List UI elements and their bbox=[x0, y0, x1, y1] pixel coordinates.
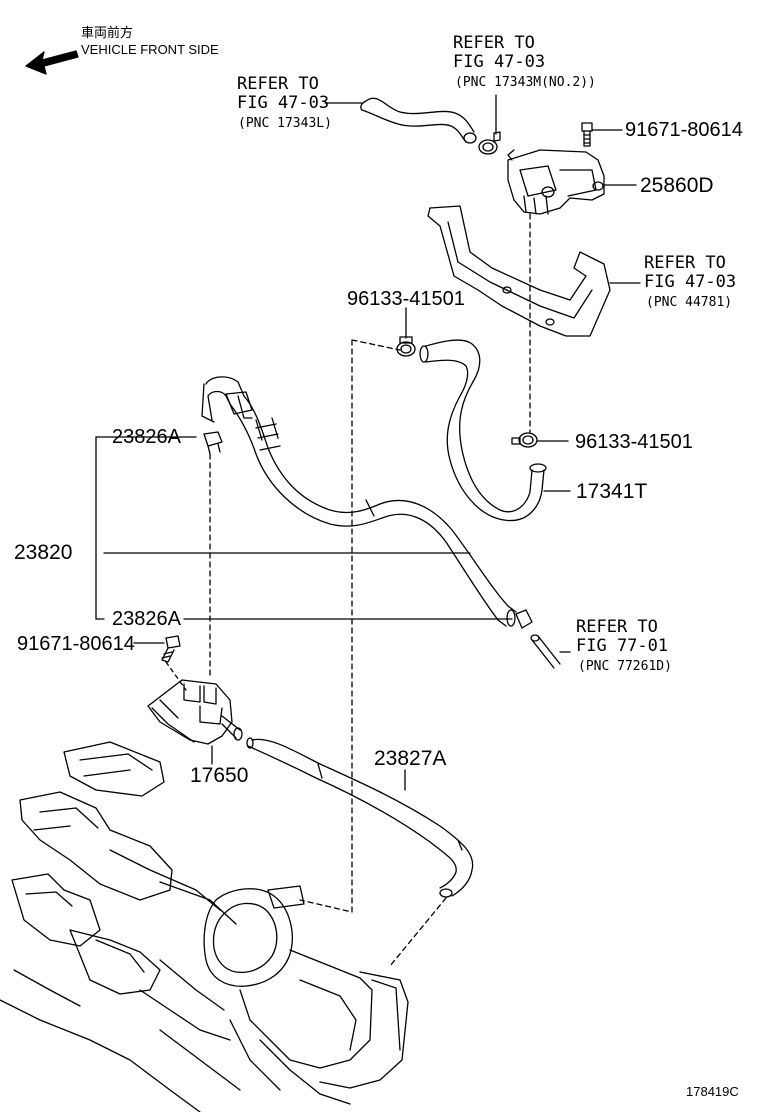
vsv-25860d bbox=[507, 149, 605, 215]
leader-dashed-23827a bbox=[389, 897, 447, 967]
ref1-line1: REFER TO bbox=[237, 74, 319, 94]
front-label-jp: 車両前方 bbox=[81, 25, 134, 40]
part-23820: 23820 bbox=[14, 541, 73, 564]
part-17341t: 17341T bbox=[576, 480, 648, 503]
part-96133-upper: 96133-41501 bbox=[347, 288, 465, 310]
part-96133-lower: 96133-41501 bbox=[575, 431, 693, 453]
ref4-line2: FIG 77-01 bbox=[576, 636, 669, 656]
clamp-23826a-upper bbox=[203, 431, 223, 455]
pipe-77261d bbox=[530, 634, 561, 669]
clamp-96133-lower bbox=[511, 432, 538, 448]
ref2-pnc: (PNC 17343M(NO.2)) bbox=[455, 75, 596, 90]
bolt-91671-top bbox=[581, 122, 593, 147]
part-23826a-lower: 23826A bbox=[112, 608, 181, 630]
ref2-line2: FIG 47-03 bbox=[453, 52, 546, 72]
part-91671-left: 91671-80614 bbox=[17, 633, 135, 655]
figure-id: 178419C bbox=[686, 1084, 739, 1099]
part-25860d: 25860D bbox=[640, 174, 714, 197]
hose-17341t bbox=[419, 339, 547, 522]
ref1-line2: FIG 47-03 bbox=[237, 93, 330, 113]
hose-17343l bbox=[360, 97, 477, 144]
part-91671-top: 91671-80614 bbox=[625, 119, 743, 141]
clamp-17343m bbox=[478, 131, 501, 155]
ref3-line1: REFER TO bbox=[644, 253, 726, 273]
leader-lines bbox=[95, 94, 641, 791]
bracket-44781 bbox=[427, 205, 611, 337]
vsv-17650 bbox=[147, 679, 243, 745]
front-arrow-icon bbox=[25, 50, 79, 75]
front-label-en: VEHICLE FRONT SIDE bbox=[81, 42, 219, 57]
bolt-91671-left bbox=[161, 635, 181, 663]
part-23827a: 23827A bbox=[374, 747, 447, 770]
clamp-96133-upper bbox=[396, 336, 416, 357]
ref1-pnc: (PNC 17343L) bbox=[238, 116, 332, 131]
ref4-line1: REFER TO bbox=[576, 617, 658, 637]
ref4-pnc: (PNC 77261D) bbox=[578, 659, 672, 674]
intake-manifold bbox=[0, 741, 409, 1112]
ref3-line2: FIG 47-03 bbox=[644, 272, 737, 292]
ref3-pnc: (PNC 44781) bbox=[646, 295, 733, 310]
leader-dashed-throttle bbox=[299, 339, 401, 913]
ref2-line1: REFER TO bbox=[453, 33, 535, 53]
leader-dashed-bolt bbox=[165, 661, 187, 691]
part-23826a-upper: 23826A bbox=[112, 426, 181, 448]
clamp-23826a-lower bbox=[515, 609, 533, 629]
hose-23827a bbox=[246, 737, 474, 898]
part-17650: 17650 bbox=[190, 764, 249, 787]
hose-23820 bbox=[201, 376, 517, 627]
